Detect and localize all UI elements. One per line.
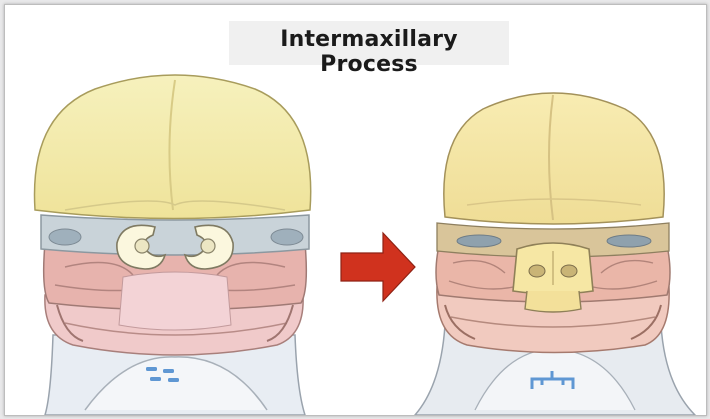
slide: Intermaxillary Process <box>4 4 707 416</box>
left-eye-left <box>49 229 81 245</box>
left-embryo <box>35 75 311 415</box>
right-embryo <box>415 93 695 415</box>
left-eye-band <box>41 215 309 255</box>
right-eye-left <box>457 235 501 247</box>
right-eye-right <box>607 235 651 247</box>
transition-arrow <box>341 233 415 301</box>
embryo-diagram <box>5 5 706 415</box>
left-central-plate <box>119 272 231 330</box>
left-eye-right <box>271 229 303 245</box>
